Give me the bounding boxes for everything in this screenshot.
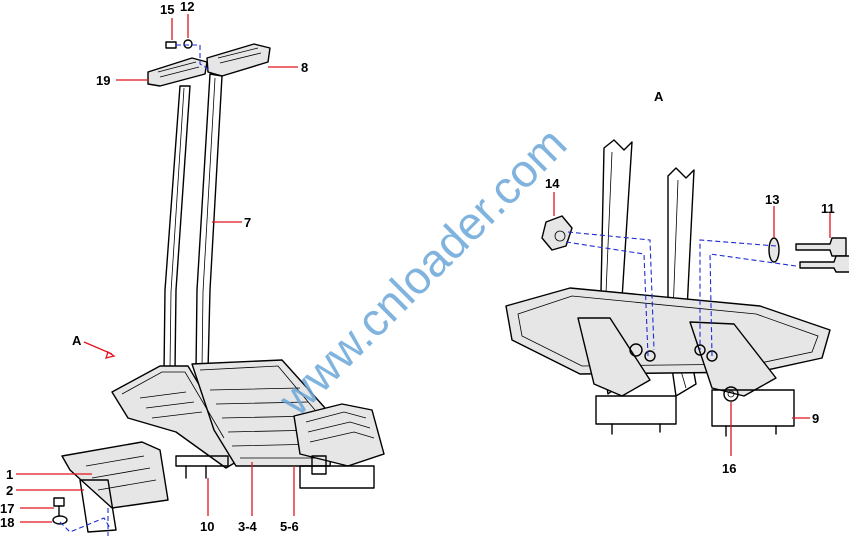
callout-10: 10 [200, 519, 214, 534]
callout-a-right: A [654, 89, 664, 104]
callout-14: 14 [545, 176, 560, 191]
assembly-line-left-bottom [59, 517, 111, 533]
callout-16: 16 [722, 461, 736, 476]
upright-tubes-7 [163, 73, 223, 373]
assembly-line-right-right-2 [709, 253, 797, 357]
callout-3-4: 3-4 [238, 519, 258, 534]
detail-nuts [629, 343, 718, 362]
nut-14 [541, 215, 573, 251]
leader-lines [16, 14, 831, 523]
bolt-15 [165, 41, 177, 49]
callout-a-left: A [72, 333, 82, 348]
washer-18 [52, 515, 68, 525]
bracket-plate [505, 287, 831, 397]
callout-13: 13 [765, 192, 779, 207]
assembly-line-right-right [699, 239, 777, 350]
handle-grip-19 [147, 57, 208, 87]
callout-8: 8 [301, 60, 308, 75]
detached-pedal-1-2 [61, 441, 169, 533]
callout-labels: 15 12 8 19 7 A 1 2 17 18 10 3-4 5-6 A 14… [0, 0, 835, 534]
assembly-line-right-left [567, 231, 655, 351]
left-assembly [52, 39, 385, 536]
callout-17: 17 [0, 501, 14, 516]
callout-9: 9 [812, 411, 819, 426]
callout-12: 12 [180, 0, 194, 14]
washer-12 [183, 39, 193, 49]
callout-18: 18 [0, 515, 14, 530]
handle-grip-8 [206, 43, 271, 77]
mount-blocks-9 [595, 389, 795, 437]
callout-11: 11 [821, 201, 835, 216]
assembly-line-right-left-2 [565, 241, 649, 357]
callout-19: 19 [96, 73, 110, 88]
callout-2: 2 [6, 483, 13, 498]
side-pedal-5-6 [293, 403, 385, 489]
callout-1: 1 [6, 467, 13, 482]
callout-15: 15 [160, 2, 174, 17]
callout-5-6: 5-6 [280, 519, 299, 534]
detail-view-a [505, 139, 849, 437]
assembly-line-left-top [176, 44, 211, 71]
watermark: www.cnloader.com [268, 117, 577, 426]
washer-13 [768, 237, 780, 263]
callout-7: 7 [244, 215, 251, 230]
bolts-11 [795, 237, 849, 273]
bolt-17 [53, 497, 65, 517]
nut-16 [723, 386, 739, 402]
